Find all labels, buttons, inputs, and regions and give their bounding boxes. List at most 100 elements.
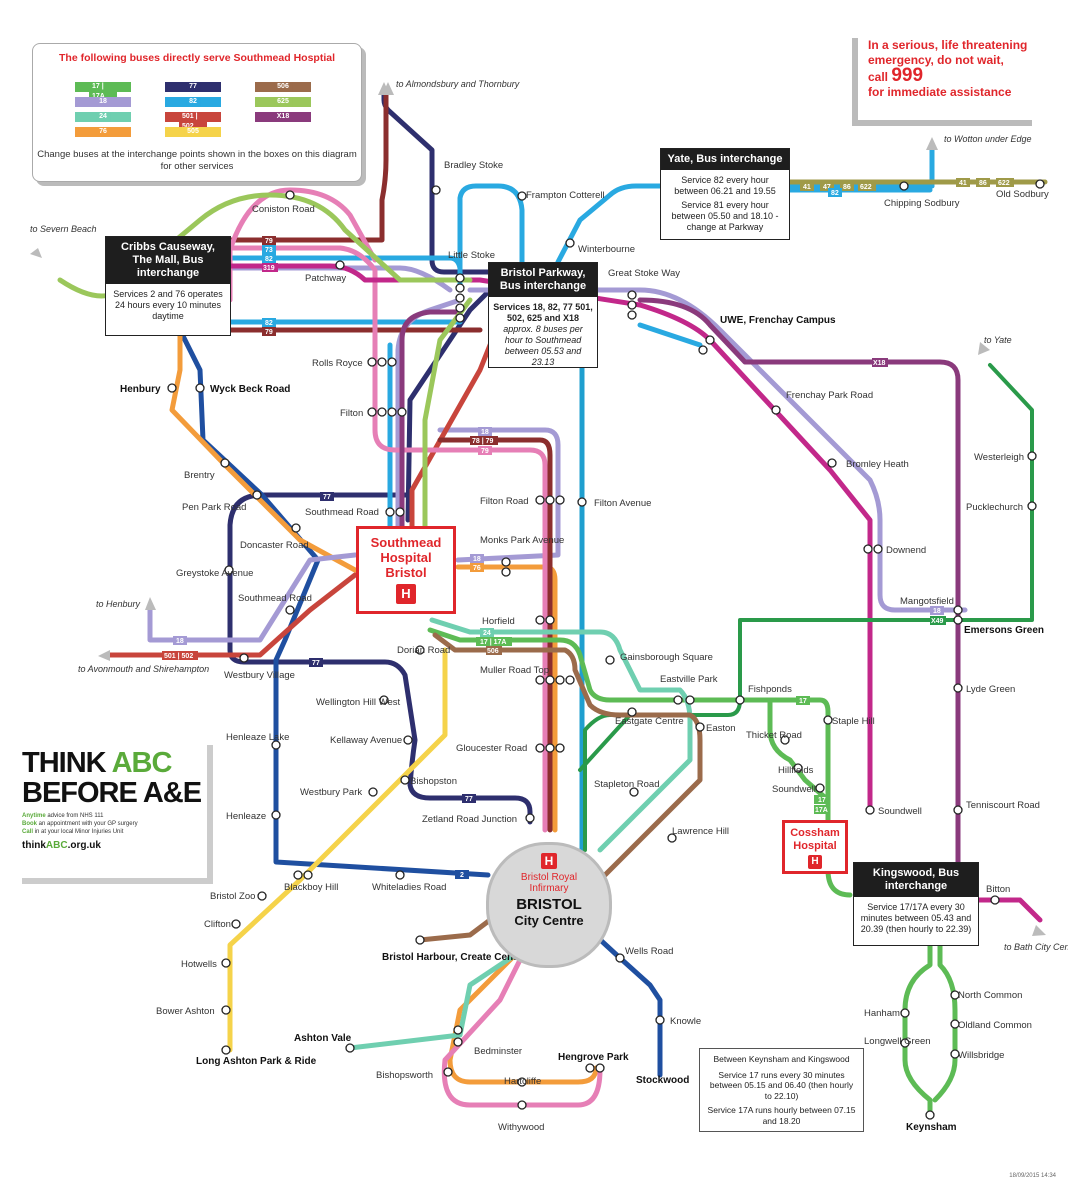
label-bedminster: Bedminster xyxy=(474,1046,522,1057)
label-filton-road: Filton Road xyxy=(480,496,529,507)
abc-abc: ABC xyxy=(111,747,173,779)
svg-text:18: 18 xyxy=(481,429,489,436)
label-zetland: Zetland Road Junction xyxy=(422,814,517,825)
keynsham-box-title: Between Keynsham and Kingswood xyxy=(713,1054,850,1064)
label-old-sodbury: Old Sodbury xyxy=(996,189,1049,200)
route-625-south xyxy=(422,297,473,533)
svg-text:82: 82 xyxy=(831,190,839,197)
cossham-name: Cossham Hospital xyxy=(790,827,840,852)
direction-arrows xyxy=(30,82,1046,936)
abc-think: THINK xyxy=(22,747,112,779)
label-hillfields: Hillfields xyxy=(778,765,814,776)
legend-route-label: 76 xyxy=(96,127,110,137)
legend-title-prefix: The following buses directly serve xyxy=(59,52,231,64)
label-whiteladies: Whiteladies Road xyxy=(372,882,446,893)
abc-subtext: Anytime advice from NHS 111 Book an appo… xyxy=(22,812,212,836)
route-76-east xyxy=(455,564,558,833)
label-ashton-vale: Ashton Vale xyxy=(294,1033,352,1044)
label-bitton: Bitton xyxy=(986,884,1010,895)
label-horfield: Horfield xyxy=(482,616,515,627)
abc-url-b: ABC xyxy=(45,840,68,851)
label-long-ashton: Long Ashton Park & Ride xyxy=(196,1056,317,1067)
label-westerleigh: Westerleigh xyxy=(974,452,1024,463)
yate-service-81: Service 81 every hour between 05.50 and … xyxy=(671,200,779,232)
kingswood-body: Service 17/17A every 30 minutes between … xyxy=(860,902,972,934)
route-x49-link xyxy=(578,713,632,772)
abc-s2b: an appointment with your GP surgery xyxy=(37,821,138,827)
route-24-ashton xyxy=(347,952,518,1051)
legend-route-swatch: 505 xyxy=(165,127,221,137)
legend-route-label: X18 xyxy=(273,112,293,122)
route-legend: The following buses directly serve South… xyxy=(32,43,362,182)
label-henleaze: Henleaze xyxy=(226,811,266,822)
route-77-parkway xyxy=(405,277,503,523)
legend-route-label: 24 xyxy=(96,112,110,122)
parkway-body: Services 18, 82, 77 501, 502, 625 and X1… xyxy=(489,297,597,373)
route-17-keynsham-e xyxy=(932,942,958,1103)
cribbs-body: Services 2 and 76 operates 24 hours ever… xyxy=(113,289,223,321)
label-southmead-road-n: Southmead Road xyxy=(305,507,379,518)
label-eastville: Eastville Park xyxy=(660,674,718,685)
label-almondsbury: to Almondsbury and Thornbury xyxy=(396,79,520,89)
route-79-north xyxy=(227,87,389,243)
legend-note: Change buses at the interchange points s… xyxy=(37,149,357,172)
parkway-details: approx. 8 buses per hour to Southmead be… xyxy=(503,324,583,367)
svg-text:X49: X49 xyxy=(931,618,944,625)
label-henbury: Henbury xyxy=(120,384,161,395)
label-wyck-beck: Wyck Beck Road xyxy=(210,384,290,395)
label-withywood: Withywood xyxy=(498,1122,544,1133)
abc-s2a: Book xyxy=(22,821,37,827)
label-to-yate: to Yate xyxy=(984,335,1012,345)
legend-route-swatch: 76 xyxy=(75,127,131,137)
svg-text:24: 24 xyxy=(483,630,491,637)
label-keynsham: Keynsham xyxy=(906,1122,957,1133)
abc-s3b: in at your local Minor Injuries Unit xyxy=(33,829,124,835)
label-knowle: Knowle xyxy=(670,1016,701,1027)
legend-title: The following buses directly serve South… xyxy=(33,52,361,64)
legend-route-label: 506 xyxy=(274,82,292,92)
label-filton: Filton xyxy=(340,408,363,419)
legend-route-label: 625 xyxy=(274,97,292,107)
label-fishponds: Fishponds xyxy=(748,684,792,695)
svg-text:79: 79 xyxy=(481,448,489,455)
route-625 xyxy=(57,192,473,299)
abc-bar xyxy=(207,745,213,883)
label-to-bath: to Bath City Centre xyxy=(1004,942,1068,952)
svg-text:17: 17 xyxy=(818,797,826,804)
abc-s3a: Call xyxy=(22,829,34,835)
label-stockwood: Stockwood xyxy=(636,1075,689,1086)
label-wotton: to Wotton under Edge xyxy=(944,134,1032,144)
keynsham-kingswood-box: Between Keynsham and Kingswood Service 1… xyxy=(699,1048,864,1132)
svg-text:622: 622 xyxy=(998,180,1010,187)
route-17 xyxy=(427,627,853,898)
legend-route-label: 82 xyxy=(186,97,200,107)
label-willsbridge: Willsbridge xyxy=(958,1050,1004,1061)
route-tags: 79 73 82 319 82 79 77 77 77 2 18 501 | 5… xyxy=(162,178,1014,879)
label-avonmouth: to Avonmouth and Shirehampton xyxy=(78,664,209,674)
keynsham-service-17a: Service 17A runs hourly between 07.15 an… xyxy=(707,1105,856,1126)
svg-text:18: 18 xyxy=(176,638,184,645)
legend-route-swatch: 77 xyxy=(165,82,221,92)
label-winterbourne: Winterbourne xyxy=(578,244,635,255)
svg-text:77: 77 xyxy=(312,660,320,667)
label-frenchay: Frenchay Park Road xyxy=(786,390,873,401)
svg-text:73: 73 xyxy=(265,247,273,254)
svg-text:18: 18 xyxy=(473,556,481,563)
yate-body: Service 82 every hour between 06.21 and … xyxy=(661,170,789,238)
route-18-cribbs xyxy=(227,265,453,293)
centre-title: BRISTOL xyxy=(516,896,582,913)
route-pink xyxy=(227,245,548,833)
legend-route-swatch: 501 | 502 xyxy=(165,112,221,132)
label-downend: Downend xyxy=(886,545,926,556)
svg-text:X18: X18 xyxy=(873,360,886,367)
bri-name: Bristol Royal Infirmary xyxy=(520,872,578,894)
label-greystoke: Greystoke Avenue xyxy=(176,568,253,579)
abc-line2: BEFORE A&E xyxy=(22,777,202,809)
warning-bar xyxy=(852,38,858,126)
svg-text:82: 82 xyxy=(265,256,273,263)
label-dorian: Dorian Road xyxy=(397,645,450,656)
abc-url[interactable]: thinkABC.org.uk xyxy=(22,840,212,851)
abc-url-a: think xyxy=(22,840,46,851)
label-kellaway: Kellaway Avenue xyxy=(330,735,402,746)
svg-text:77: 77 xyxy=(323,494,331,501)
